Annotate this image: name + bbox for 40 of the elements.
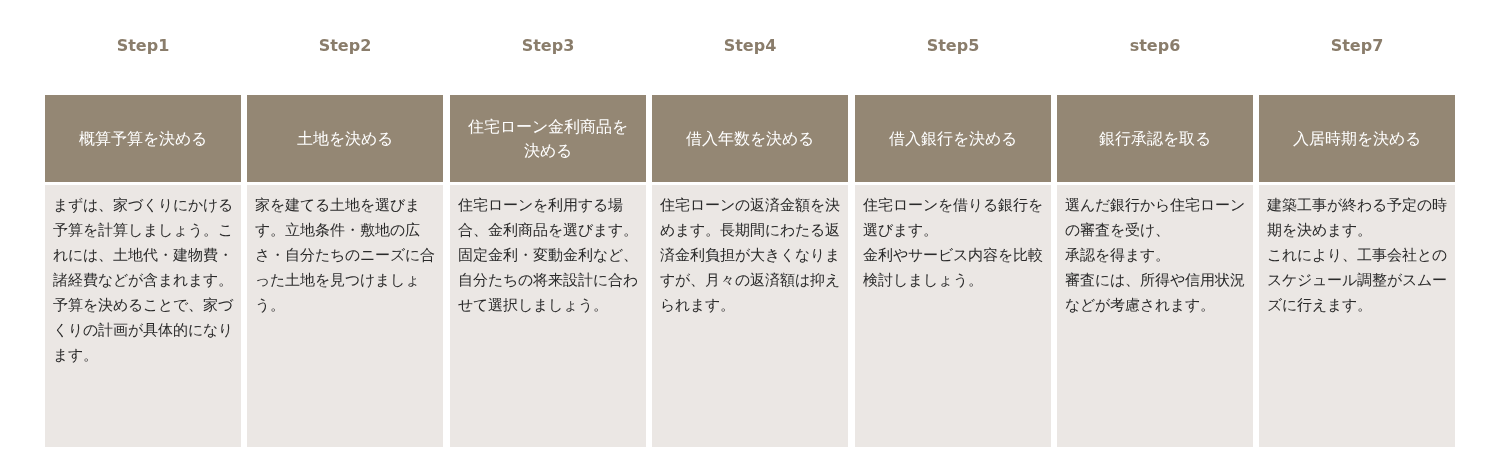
step-header-box <box>45 95 241 182</box>
step-title: 土地を決める <box>297 127 393 150</box>
description-text: 承認を得ます。 <box>1065 246 1171 265</box>
description-panel <box>247 185 443 447</box>
step-number: Step2 <box>317 36 373 55</box>
step-title: 住宅ローン金利商品を決める <box>467 115 629 162</box>
description-panel <box>45 185 241 447</box>
step-number: Step3 <box>520 36 576 55</box>
step-title: 銀行承認を取る <box>1099 127 1211 150</box>
step-header-box <box>1259 95 1455 182</box>
step-number: Step1 <box>115 36 171 55</box>
description-text: 住宅ローンを借りる銀行を選びます。 <box>863 196 1044 240</box>
step-title: 借入銀行を決める <box>889 127 1017 150</box>
description-text: 審査には、所得や信用状況などが考慮されます。 <box>1065 271 1246 315</box>
description-panel <box>855 185 1051 447</box>
description-text: 住宅ローンを利用する場合、金利商品を選びます。固定金利・変動金利など、自分たちの将来設計に合わせて選択しましょう。 <box>458 196 639 315</box>
description-text: 住宅ローンの返済金額を決めます。長期間にわたる返済金利負担が大きくなりますが、月々の返済額は抑えられます。 <box>660 196 841 315</box>
step-header-box <box>855 95 1051 182</box>
description-text: これにより、工事会社とのスケジュール調整がスムーズに行えます。 <box>1267 246 1448 315</box>
step-header-box <box>247 95 443 182</box>
step-number: step6 <box>1128 36 1182 55</box>
description-text: 家を建てる土地を選びます。立地条件・敷地の広さ・自分たちのニーズに合った土地を見つけましょう。 <box>255 196 436 315</box>
step-number: Step4 <box>722 36 778 55</box>
step-title: 概算予算を決める <box>79 127 207 150</box>
description-text: まずは、家づくりにかける予算を計算しましょう。これには、土地代・建物費・諸経費などが含まれます。 <box>53 196 234 290</box>
description-panel <box>450 185 646 447</box>
description-text: 予算を決めることで、家づくりの計画が具体的になります。 <box>53 296 235 365</box>
description-text: 選んだ銀行から住宅ローンの審査を受け、 <box>1065 196 1246 240</box>
step-number: Step5 <box>925 36 981 55</box>
step-title: 入居時期を決める <box>1293 127 1421 150</box>
step-header-box <box>450 95 646 182</box>
step-header-box <box>1057 95 1253 182</box>
description-text: 建築工事が終わる予定の時期を決めます。 <box>1267 196 1448 240</box>
step-header-box <box>652 95 848 182</box>
description-panel <box>652 185 848 447</box>
description-panel <box>1057 185 1253 447</box>
description-panel <box>1259 185 1455 447</box>
description-text: 金利やサービス内容を比較検討しましょう。 <box>863 246 1044 290</box>
step-title: 借入年数を決める <box>686 127 814 150</box>
step-number: Step7 <box>1329 36 1385 55</box>
